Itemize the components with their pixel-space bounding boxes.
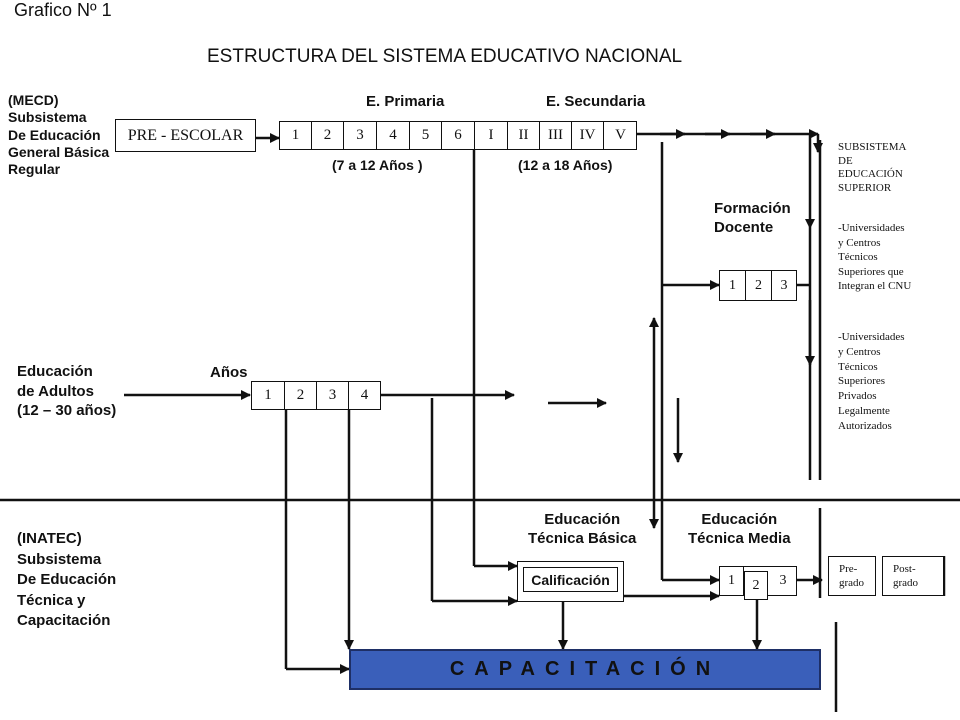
superior-privadas: -Universidades y Centros Técnicos Superi… (838, 331, 905, 432)
formacion-year-cell: 1 (720, 271, 746, 300)
secundaria-ages: (12 a 18 Años) (518, 157, 613, 173)
figure-label: Grafico Nº 1 (14, 0, 112, 20)
adultos-year-cell: 1 (252, 382, 285, 409)
page-title: ESTRUCTURA DEL SISTEMA EDUCATIVO NACIONA… (207, 46, 683, 67)
adultos-years: 1 2 3 4 (251, 381, 381, 410)
adultos-year-cell: 2 (285, 382, 317, 409)
grades-strip: 1 2 3 4 5 6 I II III IV V (279, 121, 637, 150)
superior-publicas: -Universidades y Centros Técnicos Superi… (838, 222, 912, 292)
primaria-grade-cell: 5 (410, 122, 442, 149)
postgrado-box: Post- grado (882, 556, 944, 596)
inatec-label: (INATEC) Subsistema De Educación Técnica… (17, 530, 117, 629)
primaria-grade-cell: 3 (344, 122, 377, 149)
tecnica-basica-label: Educación Técnica Básica (528, 511, 637, 547)
preescolar-box: PRE - ESCOLAR (115, 119, 256, 152)
adultos-label: Educación de Adultos (12 – 30 años) (17, 363, 117, 419)
mecd-label: (MECD) Subsistema De Educación General B… (8, 92, 110, 178)
media-year-cell: 3 (779, 573, 787, 588)
formacion-docente-label: Formación Docente (714, 200, 791, 236)
primaria-grade-cell: 1 (280, 122, 312, 149)
preescolar-label: PRE - ESCOLAR (127, 126, 244, 144)
secundaria-grade-cell: III (540, 122, 572, 149)
primaria-grade-cell: 2 (312, 122, 344, 149)
calificacion-inner: Calificación (523, 567, 618, 592)
calificacion-box: Calificación (517, 561, 624, 602)
secundaria-grade-cell: II (508, 122, 540, 149)
secundaria-grade-cell: IV (572, 122, 604, 149)
media-year-cell: 1 (720, 567, 744, 595)
primaria-heading: E. Primaria (366, 93, 445, 110)
tecnica-media-label: Educación Técnica Media (688, 511, 791, 547)
media-year-cell: 2 (744, 571, 768, 600)
secundaria-grade-cell: I (475, 122, 508, 149)
superior-heading: SUBSISTEMA DE EDUCACIÓN SUPERIOR (838, 141, 907, 194)
capacitacion-bar: CAPACITACIÓN (349, 649, 821, 690)
secundaria-heading: E. Secundaria (546, 93, 646, 110)
formacion-year-cell: 3 (780, 277, 788, 293)
pregrado-box: Pre- grado (828, 556, 876, 596)
primaria-grade-cell: 4 (377, 122, 410, 149)
adultos-anos-label: Años (210, 364, 248, 381)
tecnica-media-years: 1 2 3 (719, 566, 797, 600)
adultos-year-cell: 3 (317, 382, 349, 409)
primaria-ages: (7 a 12 Años ) (332, 157, 423, 173)
secundaria-grade-cell: V (615, 127, 626, 143)
formacion-year-cell: 2 (746, 271, 772, 300)
primaria-grade-cell: 6 (442, 122, 475, 149)
adultos-year-cell: 4 (360, 387, 369, 403)
capacitacion-label: CAPACITACIÓN (449, 658, 721, 680)
formacion-docente-years: 1 2 3 (719, 270, 797, 301)
